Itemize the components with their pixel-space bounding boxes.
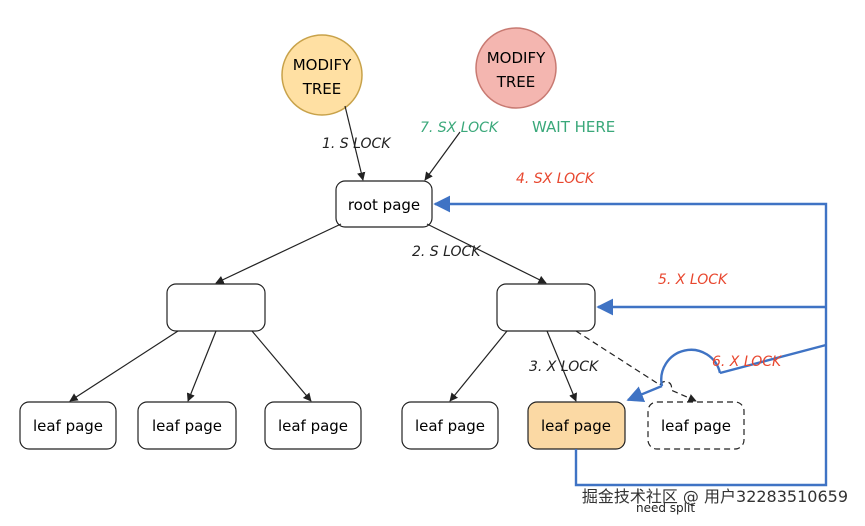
lock-label-3: 3. X LOCK (529, 359, 600, 375)
blue-path-to-root (433, 195, 828, 487)
edge-thread1-root (344, 105, 366, 181)
lock-label-5: 5. X LOCK (658, 272, 729, 288)
leaf-node-3 (264, 401, 362, 450)
leaf-node-5-label: leaf page (541, 417, 611, 435)
lock-label-4: 4. SX LOCK (516, 171, 596, 187)
thread-1-circle-shape (281, 34, 363, 116)
edge-right-leaf4 (449, 330, 508, 402)
blue-arrow-to-leaf (628, 343, 827, 400)
edge-left-leaf2 (186, 330, 217, 402)
edge-root-right (426, 223, 547, 284)
root-node (335, 180, 433, 228)
leaf-node-1 (19, 401, 117, 450)
lock-label-7: 7. SX LOCK (420, 120, 500, 136)
edge-right-leaf5 (546, 330, 577, 402)
edge-right-newleaf-dashed (575, 330, 697, 402)
leaf-node-4 (401, 401, 499, 450)
internal-node-right (496, 283, 596, 332)
thread-2-circle: MODIFY TREE (475, 27, 557, 109)
thread-1-label-line1: MODIFY (293, 56, 352, 74)
need-split-label: need split (636, 501, 695, 515)
watermark-text: 掘金技术社区 @ 用户32283510659 (582, 487, 848, 506)
leaf-node-new-dashed (647, 401, 745, 450)
leaf-node-2-label: leaf page (152, 417, 222, 435)
edge-root-left (215, 223, 342, 284)
thread-1-label-line2: TREE (302, 80, 342, 98)
leaf-node-4-label: leaf page (415, 417, 485, 435)
thread-2-label-line2: TREE (496, 73, 536, 91)
lock-label-2: 2. S LOCK (412, 244, 482, 260)
wait-here-label: WAIT HERE (532, 118, 615, 136)
leaf-node-1-label: leaf page (33, 417, 103, 435)
leaf-node-2 (137, 401, 237, 450)
blue-arrow-hop (660, 348, 722, 387)
thread-2-circle-shape (475, 27, 557, 109)
edge-left-leaf1 (69, 330, 179, 402)
edge-thread2-root (424, 131, 461, 181)
internal-node-left (166, 283, 266, 332)
leaf-node-new-label: leaf page (661, 417, 731, 435)
leaf-node-3-label: leaf page (278, 417, 348, 435)
lock-label-6: 6. X LOCK (712, 354, 783, 370)
edge-left-leaf3 (251, 330, 312, 402)
lock-label-1: 1. S LOCK (322, 136, 392, 152)
root-node-label: root page (348, 196, 420, 214)
thread-1-circle: MODIFY TREE (281, 34, 363, 116)
thread-2-label-line1: MODIFY (487, 49, 546, 67)
